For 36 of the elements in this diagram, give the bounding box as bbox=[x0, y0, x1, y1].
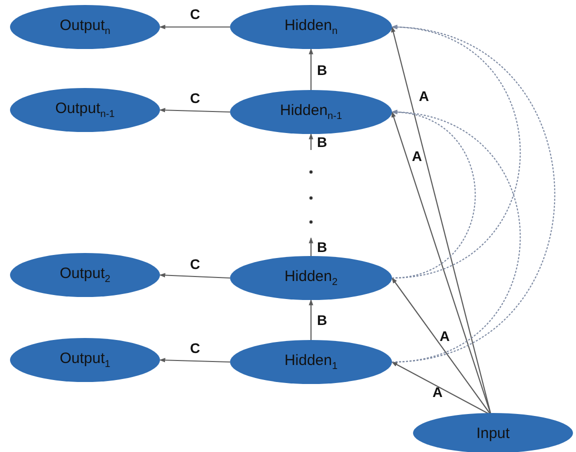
node-label: Hidden$_{n-1}$ bbox=[280, 102, 342, 122]
dashed-arrow bbox=[391, 110, 521, 363]
node-label: Output$_{n-1}$ bbox=[55, 100, 115, 120]
arrow bbox=[159, 358, 230, 363]
node-label: Output$_{2}$ bbox=[60, 265, 110, 285]
dashed-arrow bbox=[391, 25, 521, 279]
arrow bbox=[391, 26, 492, 416]
edge-label: B bbox=[317, 62, 328, 76]
edge-label: C bbox=[190, 91, 200, 105]
node-label: Hidden$_{n}$ bbox=[284, 17, 338, 37]
edge-label: B bbox=[317, 240, 328, 254]
edge-label: C bbox=[190, 7, 200, 21]
edge-label: A bbox=[432, 384, 443, 399]
ellipse-node bbox=[230, 5, 392, 49]
node-label: Output$_{n}$ bbox=[60, 17, 110, 37]
dashed-arrow bbox=[391, 110, 476, 279]
edge-label: B bbox=[317, 135, 328, 149]
edge-label: B bbox=[317, 313, 328, 327]
arrow bbox=[159, 272, 230, 279]
arrow bbox=[308, 133, 314, 150]
node-label: Input bbox=[476, 424, 510, 442]
node-label: Output$_{1}$ bbox=[60, 350, 110, 370]
arrow bbox=[392, 277, 492, 416]
node-label: Hidden$_{2}$ bbox=[284, 268, 338, 288]
edge-label: A bbox=[440, 328, 450, 343]
arrow bbox=[391, 111, 492, 416]
arrow bbox=[308, 48, 314, 90]
edge-label: C bbox=[190, 341, 200, 355]
edge-label: A bbox=[418, 88, 429, 103]
node-label: Hidden$_{1}$ bbox=[284, 352, 338, 372]
arrow bbox=[159, 24, 230, 30]
arrow bbox=[308, 237, 314, 256]
arrow bbox=[308, 299, 314, 340]
edge-label: C bbox=[190, 256, 200, 270]
edge-label: A bbox=[412, 149, 422, 164]
arrow bbox=[159, 108, 230, 113]
